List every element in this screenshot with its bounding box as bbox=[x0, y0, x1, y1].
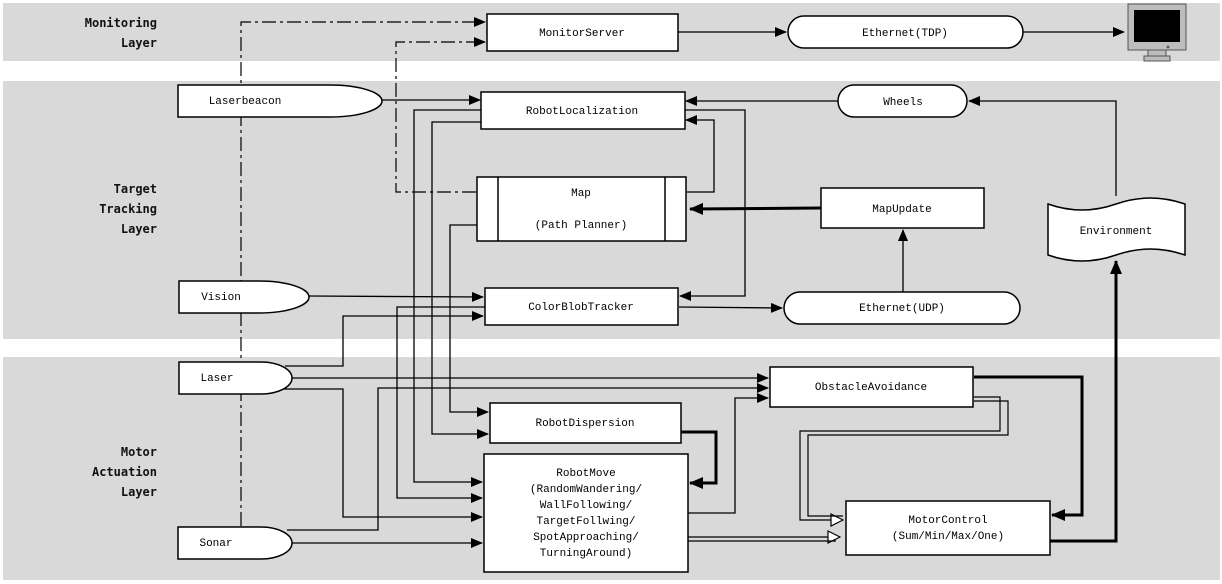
svg-text:MonitorServer: MonitorServer bbox=[539, 28, 625, 40]
svg-text:MotorControl: MotorControl bbox=[908, 515, 987, 527]
svg-text:MapUpdate: MapUpdate bbox=[872, 204, 931, 216]
mapupdate-node[interactable]: MapUpdate bbox=[820, 187, 985, 229]
svg-text:Environment: Environment bbox=[1080, 226, 1153, 238]
edge-environment-wheels bbox=[968, 96, 1117, 196]
ethernet-udp-node[interactable]: Ethernet(UDP) bbox=[783, 291, 1021, 325]
edge-localization-dispersion bbox=[431, 121, 489, 439]
wheels-node[interactable]: Wheels bbox=[837, 84, 968, 118]
map-node[interactable]: Map (Path Planner) bbox=[476, 176, 687, 242]
svg-text:TurningAround): TurningAround) bbox=[540, 548, 632, 560]
edge-map-dispersion bbox=[449, 224, 489, 417]
edge-colorblob-robotmove bbox=[396, 306, 485, 503]
svg-text:Ethernet(TDP): Ethernet(TDP) bbox=[862, 28, 948, 40]
edge-obstacle-motorcontrol-a bbox=[799, 396, 1001, 520]
edge-dispersion-robotmove bbox=[681, 430, 718, 489]
edge-colorblob-ethernetudp bbox=[678, 302, 783, 313]
edge-laser-colorblob bbox=[285, 311, 484, 367]
svg-text:ObstacleAvoidance: ObstacleAvoidance bbox=[815, 382, 927, 394]
edge-obstacle-motorcontrol-b bbox=[807, 400, 1009, 517]
svg-text:Laserbeacon: Laserbeacon bbox=[209, 96, 282, 108]
edge-mapupdate-map bbox=[689, 202, 822, 215]
monitorserver-node[interactable]: MonitorServer bbox=[486, 13, 679, 52]
svg-text:Sonar: Sonar bbox=[199, 538, 232, 550]
svg-text:Motor: Motor bbox=[121, 445, 157, 459]
svg-text:Layer: Layer bbox=[121, 485, 157, 499]
svg-text:Tracking: Tracking bbox=[99, 202, 157, 216]
svg-text:(Sum/Min/Max/One): (Sum/Min/Max/One) bbox=[892, 531, 1004, 543]
svg-text:Target: Target bbox=[114, 182, 157, 196]
svg-text:Map: Map bbox=[571, 188, 591, 200]
svg-text:Actuation: Actuation bbox=[92, 465, 157, 479]
target-tracking-layer-label: Target Tracking Layer bbox=[99, 182, 157, 236]
svg-text:Layer: Layer bbox=[121, 36, 157, 50]
svg-text:Layer: Layer bbox=[121, 222, 157, 236]
computer-monitor-icon bbox=[1127, 3, 1187, 62]
svg-text:(RandomWandering/: (RandomWandering/ bbox=[530, 484, 642, 496]
edge-localization-colorblob bbox=[679, 109, 746, 301]
edge-localization-robotmove bbox=[413, 109, 483, 487]
edge-sonar-obstacle bbox=[287, 383, 769, 531]
svg-text:RobotDispersion: RobotDispersion bbox=[535, 418, 634, 430]
svg-text:SpotApproaching/: SpotApproaching/ bbox=[533, 532, 639, 544]
monitor-link-sensors bbox=[240, 17, 486, 526]
motor-actuation-layer-label: Motor Actuation Layer bbox=[92, 445, 157, 499]
edge-obstacle-motorcontrol-thick bbox=[974, 375, 1084, 521]
motorcontrol-node[interactable]: MotorControl (Sum/Min/Max/One) bbox=[845, 500, 1051, 556]
edge-motorcontrol-environment bbox=[1050, 260, 1122, 543]
environment-node[interactable]: Environment bbox=[1047, 197, 1186, 262]
sonar-node[interactable]: Sonar bbox=[177, 526, 293, 560]
ethernet-tdp-node[interactable]: Ethernet(TDP) bbox=[787, 15, 1024, 49]
laser-node[interactable]: Laser bbox=[178, 361, 293, 395]
svg-text:RobotMove: RobotMove bbox=[556, 468, 615, 480]
svg-text:WallFollowing/: WallFollowing/ bbox=[540, 500, 632, 512]
svg-text:TargetFollwing/: TargetFollwing/ bbox=[536, 516, 635, 528]
vision-node[interactable]: Vision bbox=[178, 280, 310, 314]
monitoring-layer-label: Monitoring Layer bbox=[85, 16, 157, 50]
svg-text:Laser: Laser bbox=[200, 373, 233, 385]
svg-text:Wheels: Wheels bbox=[883, 97, 923, 109]
svg-text:RobotLocalization: RobotLocalization bbox=[526, 106, 638, 118]
svg-text:Ethernet(UDP): Ethernet(UDP) bbox=[859, 303, 945, 315]
laserbeacon-node[interactable]: Laserbeacon bbox=[177, 84, 383, 118]
robotmove-node[interactable]: RobotMove (RandomWandering/ WallFollowin… bbox=[483, 453, 689, 573]
edge-map-localization bbox=[685, 115, 715, 193]
monitor-link-map bbox=[395, 37, 486, 193]
robotlocalization-node[interactable]: RobotLocalization bbox=[480, 91, 686, 130]
svg-text:Monitoring: Monitoring bbox=[85, 16, 157, 30]
edge-vision-colorblob bbox=[308, 291, 484, 302]
edge-robotmove-obstacle bbox=[688, 393, 769, 514]
obstacleavoidance-node[interactable]: ObstacleAvoidance bbox=[769, 366, 974, 408]
svg-text:Vision: Vision bbox=[201, 292, 241, 304]
robotdispersion-node[interactable]: RobotDispersion bbox=[489, 402, 682, 444]
svg-text:ColorBlobTracker: ColorBlobTracker bbox=[528, 302, 634, 314]
edge-laser-robotmove bbox=[283, 388, 483, 522]
svg-text:(Path Planner): (Path Planner) bbox=[535, 220, 627, 232]
colorblobtracker-node[interactable]: ColorBlobTracker bbox=[484, 287, 679, 326]
